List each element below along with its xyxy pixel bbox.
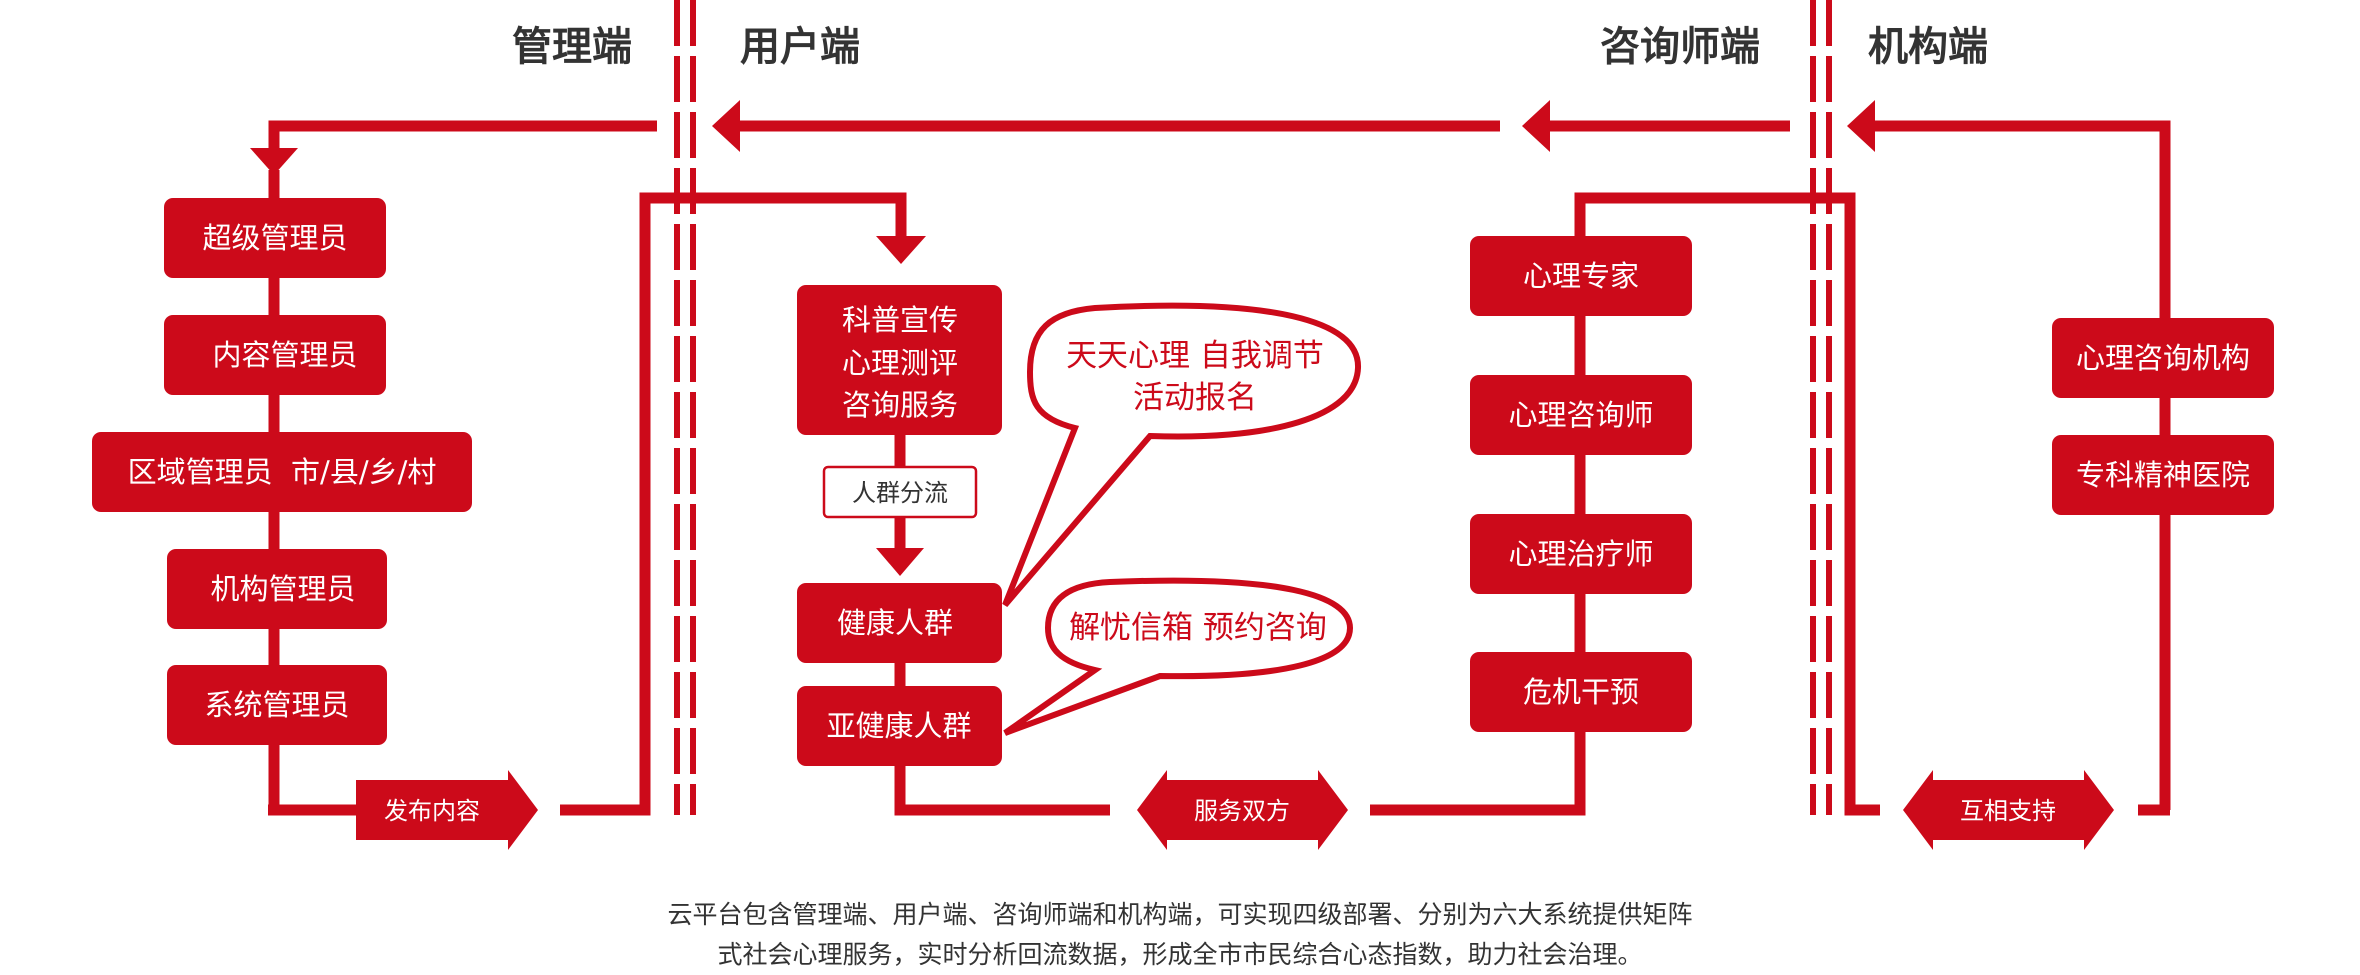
admin-to-user-link — [560, 192, 926, 816]
svg-text:心理咨询机构: 心理咨询机构 — [2076, 341, 2250, 375]
user-column: 科普宣传 心理测评 咨询服务 人群分流 健康人群 亚健康人群 — [797, 285, 1110, 816]
user-services-box[interactable]: 科普宣传 心理测评 咨询服务 — [797, 285, 1002, 435]
bubble-subhealthy: 解忧信箱 预约咨询 — [1003, 577, 1354, 736]
divider-right — [1810, 0, 1832, 815]
consultant-role-crisis[interactable]: 危机干预 — [1470, 652, 1692, 732]
user-group-healthy[interactable]: 健康人群 — [797, 583, 1002, 663]
bubble-healthy: 天天心理 自我调节 活动报名 — [1002, 302, 1362, 607]
admin-role-institution[interactable]: 机构管理员 — [167, 549, 387, 629]
diagram-caption: 云平台包含管理端、用户端、咨询师端和机构端，可实现四级部署、分别为六大系统提供矩… — [0, 895, 2360, 975]
admin-role-system[interactable]: 系统管理员 — [167, 665, 387, 745]
svg-text:系统管理员: 系统管理员 — [204, 688, 349, 722]
bubble-subhealthy-line1: 解忧信箱 预约咨询 — [1069, 610, 1327, 646]
consultant-role-therapist[interactable]: 心理治疗师 — [1470, 514, 1692, 594]
svg-text:心理治疗师: 心理治疗师 — [1508, 537, 1653, 571]
consultant-role-counselor[interactable]: 心理咨询师 — [1470, 375, 1692, 455]
svg-text:科普宣传: 科普宣传 — [842, 303, 958, 337]
header-admin: 管理端 — [512, 24, 632, 70]
publish-content-arrow: 发布内容 — [356, 770, 538, 850]
svg-text:亚健康人群: 亚健康人群 — [826, 709, 971, 743]
svg-text:心理专家: 心理专家 — [1523, 259, 1639, 293]
publish-content-label: 发布内容 — [384, 797, 480, 825]
admin-column: 超级管理员 内容管理员 区域管理员 市/县/乡/村 机构管理员 系统管理员 — [92, 170, 472, 816]
institution-type-hospital[interactable]: 专科精神医院 — [2052, 435, 2274, 515]
caption-line-2: 式社会心理服务，实时分析回流数据，形成全市市民综合心态指数，助力社会治理。 — [717, 940, 1643, 969]
institution-column: 心理咨询机构 专科精神医院 — [2052, 318, 2274, 515]
header-consultant: 咨询师端 — [1600, 24, 1760, 70]
svg-text:机构管理员: 机构管理员 — [210, 572, 355, 606]
header-user: 用户端 — [740, 24, 860, 70]
svg-text:心理测评: 心理测评 — [842, 346, 958, 380]
svg-text:区域管理员 市/县/乡/村: 区域管理员 市/县/乡/村 — [128, 455, 437, 489]
institution-type-counseling[interactable]: 心理咨询机构 — [2052, 318, 2274, 398]
consultant-role-expert[interactable]: 心理专家 — [1470, 236, 1692, 316]
svg-text:心理咨询师: 心理咨询师 — [1508, 398, 1653, 432]
svg-text:专科精神医院: 专科精神医院 — [2076, 458, 2250, 492]
admin-role-super[interactable]: 超级管理员 — [164, 198, 386, 278]
mutual-support-label: 互相支持 — [1960, 797, 2056, 825]
mutual-support-arrow: 互相支持 — [1903, 770, 2114, 850]
svg-text:内容管理员: 内容管理员 — [212, 338, 357, 372]
top-flow-arrows — [250, 100, 2171, 810]
consultant-column: 心理专家 心理咨询师 心理治疗师 危机干预 — [1370, 192, 1880, 816]
triage-label: 人群分流 — [852, 479, 948, 507]
user-group-subhealthy[interactable]: 亚健康人群 — [797, 686, 1002, 766]
svg-text:超级管理员: 超级管理员 — [202, 221, 347, 255]
divider-left — [674, 0, 696, 815]
svg-text:咨询服务: 咨询服务 — [842, 388, 958, 422]
admin-role-regional[interactable]: 区域管理员 市/县/乡/村 — [92, 432, 472, 512]
triage-box: 人群分流 — [822, 465, 978, 519]
service-both-arrow: 服务双方 — [1137, 770, 1348, 850]
admin-role-content[interactable]: 内容管理员 — [164, 315, 386, 395]
caption-line-1: 云平台包含管理端、用户端、咨询师端和机构端，可实现四级部署、分别为六大系统提供矩… — [667, 900, 1693, 929]
service-both-label: 服务双方 — [1194, 797, 1290, 825]
bubble-healthy-line1: 天天心理 自我调节 — [1066, 338, 1324, 374]
svg-text:危机干预: 危机干预 — [1523, 675, 1639, 709]
bubble-healthy-line2: 活动报名 — [1133, 380, 1257, 416]
header-institution: 机构端 — [1868, 24, 1988, 70]
svg-text:健康人群: 健康人群 — [837, 606, 953, 640]
